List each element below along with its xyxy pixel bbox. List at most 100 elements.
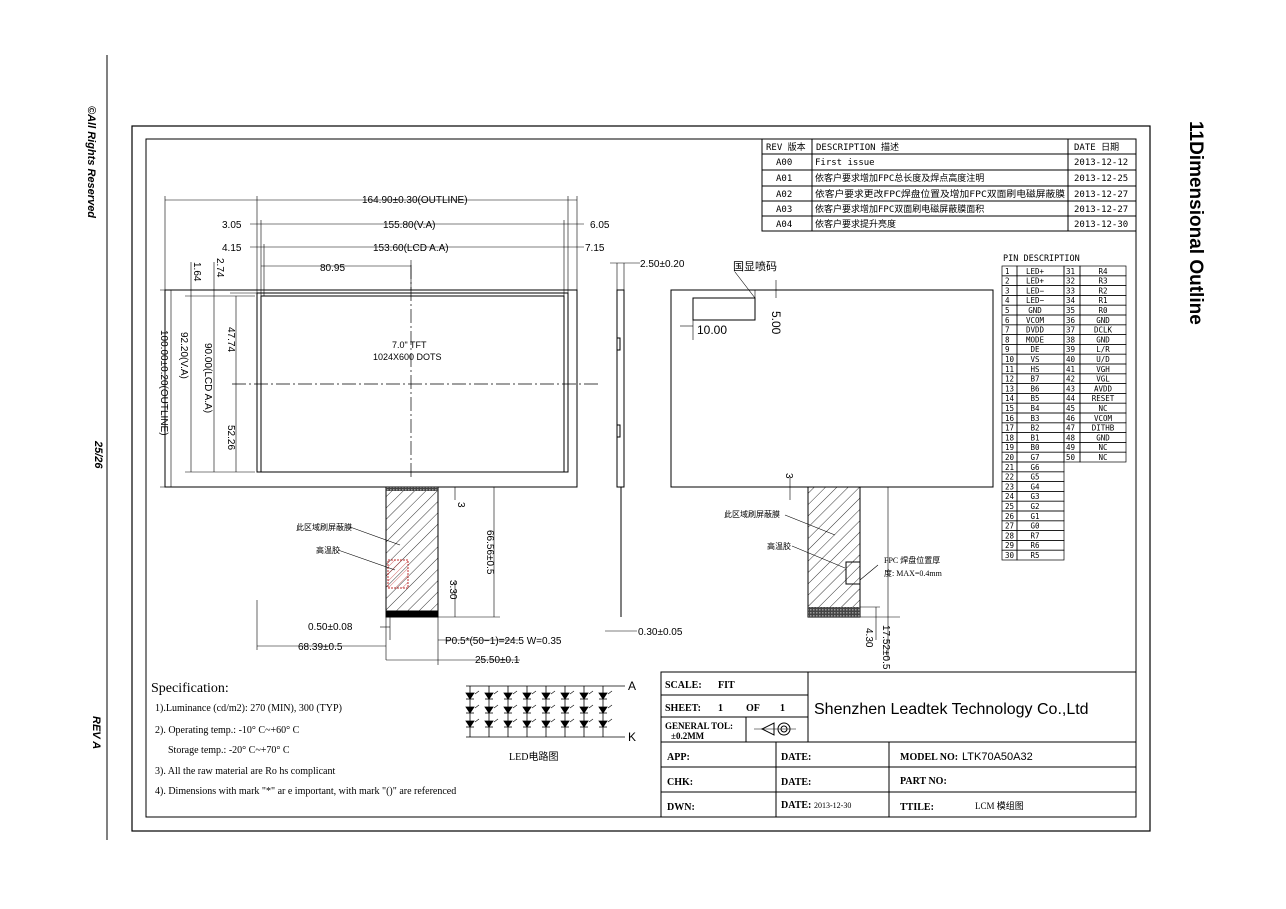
pin-cell xyxy=(1016,344,1065,355)
led-cathode-label: K xyxy=(628,730,636,744)
pin-signal: G5 xyxy=(1030,473,1039,482)
rev-cell: A01 xyxy=(776,174,792,184)
rev-cell: First issue xyxy=(815,158,875,168)
spec-line: 3). All the raw material are Ro hs compl… xyxy=(155,766,335,777)
pin-cell xyxy=(1016,471,1065,482)
rev-header-date: DATE 日期 xyxy=(1074,142,1119,153)
pin-number: 15 xyxy=(1005,404,1014,413)
pin-signal: L/R xyxy=(1096,345,1110,354)
led-emission xyxy=(493,704,499,709)
led-emission xyxy=(550,718,556,723)
pin-signal: G0 xyxy=(1030,522,1040,531)
pin-number: 30 xyxy=(1005,551,1015,560)
pin-number: 24 xyxy=(1005,492,1015,501)
pin-number: 40 xyxy=(1066,355,1076,364)
dim-fpc-position: 68.39±0.5 xyxy=(298,642,343,653)
led-diode xyxy=(560,706,570,714)
back-note-shielding: 此区域刷屏蔽膜 xyxy=(724,509,780,519)
dim-outline-width: 164.90±0.30(OUTLINE) xyxy=(362,195,468,206)
dim-offset-left-1: 3.05 xyxy=(222,220,242,231)
pin-cell xyxy=(1016,530,1065,541)
pin-number: 29 xyxy=(1005,541,1014,550)
pin-signal: B6 xyxy=(1030,384,1040,393)
led-emission xyxy=(569,718,575,723)
scale-label: SCALE: xyxy=(665,680,702,691)
rev-cell: 2013-12-27 xyxy=(1074,190,1128,200)
pin-number: 22 xyxy=(1005,473,1014,482)
spec-line: 4). Dimensions with mark "*" ar e import… xyxy=(155,786,456,797)
pin-number: 11 xyxy=(1005,365,1014,374)
pin-number: 33 xyxy=(1066,286,1075,295)
pin-number: 48 xyxy=(1066,433,1076,442)
dim-center-x: 80.95 xyxy=(320,263,345,274)
dim-center-y-top: 47.74 xyxy=(225,327,236,352)
sheet-outer-frame xyxy=(131,125,1151,832)
scale-value: FIT xyxy=(718,680,735,691)
module-outline xyxy=(164,289,578,488)
pin-signal: LED+ xyxy=(1026,267,1045,276)
pin-signal: VGL xyxy=(1096,375,1110,384)
pin-cell xyxy=(1016,432,1065,443)
pin-signal: GND xyxy=(1096,335,1110,344)
pin-signal: B1 xyxy=(1030,433,1039,442)
label-code-note: 国显喷码 xyxy=(733,260,777,273)
led-diode xyxy=(465,706,475,714)
revision-table: REV 版本 DESCRIPTION 描述 DATE 日期 A00 First … xyxy=(761,138,1137,232)
pin-number: 1 xyxy=(1005,267,1010,276)
dim-fpc-thickness: 0.30±0.05 xyxy=(638,627,683,638)
led-diode xyxy=(465,692,475,700)
pin-cell xyxy=(1016,549,1065,561)
pin-number: 3 xyxy=(1005,286,1010,295)
dim-pin-width: 0.50±0.08 xyxy=(308,622,353,633)
pin-number: 16 xyxy=(1005,414,1015,423)
pin-cell xyxy=(1016,363,1065,375)
pin-number: 34 xyxy=(1066,296,1076,305)
dim-fpc-length: 66.56±0.5 xyxy=(484,530,495,575)
led-emission xyxy=(569,690,575,695)
pin-number: 18 xyxy=(1005,433,1015,442)
pin-signal: VCOM xyxy=(1094,414,1113,423)
led-emission xyxy=(569,704,575,709)
panel-type-label: 7.0" TFT xyxy=(392,340,427,350)
fpc-gold-fingers xyxy=(385,610,439,618)
pin-cell xyxy=(1016,402,1065,414)
led-diode xyxy=(503,706,513,714)
rev-cell: A04 xyxy=(776,220,792,230)
front-view xyxy=(160,196,598,665)
led-emission xyxy=(531,704,537,709)
stiffener-tape xyxy=(387,559,409,589)
dim-outline-height: 100.00±0.20(OUTLINE) xyxy=(158,330,169,436)
rev-header-desc: DESCRIPTION 描述 xyxy=(816,141,899,153)
chk-label: CHK: xyxy=(667,777,693,788)
led-emission xyxy=(512,704,518,709)
led-emission xyxy=(474,690,480,695)
pin-cell xyxy=(1016,353,1065,365)
dim-offset-right-2: 7.15 xyxy=(585,243,605,254)
pin-cell xyxy=(1016,481,1065,492)
pin-signal: G4 xyxy=(1030,482,1040,491)
pin-signal: AVDD xyxy=(1094,384,1113,393)
pin-number: 26 xyxy=(1005,512,1015,521)
pin-cell xyxy=(1016,451,1065,463)
led-diode xyxy=(465,720,475,728)
pin-number: 44 xyxy=(1066,394,1076,403)
fpc-pad-note-2: 度: MAX=0.4mm xyxy=(884,568,943,578)
led-emission xyxy=(474,718,480,723)
pin-number: 36 xyxy=(1066,316,1076,325)
pin-signal: MODE xyxy=(1026,335,1045,344)
dim-offset-right-1: 6.05 xyxy=(590,220,610,231)
pin-number: 39 xyxy=(1066,345,1075,354)
pin-number: 37 xyxy=(1066,326,1075,335)
pin-signal: HS xyxy=(1030,365,1040,374)
pin-cell xyxy=(1016,461,1065,473)
pin-number: 9 xyxy=(1005,345,1010,354)
pin-signal: R3 xyxy=(1098,277,1107,286)
led-diode xyxy=(484,706,494,714)
dim-va-height: 92.20(V.A) xyxy=(178,332,189,379)
pin-number: 28 xyxy=(1005,531,1015,540)
led-diode xyxy=(522,706,532,714)
pin-cell xyxy=(1016,491,1065,502)
led-circuit xyxy=(465,685,625,738)
pin-number: 25 xyxy=(1005,502,1014,511)
